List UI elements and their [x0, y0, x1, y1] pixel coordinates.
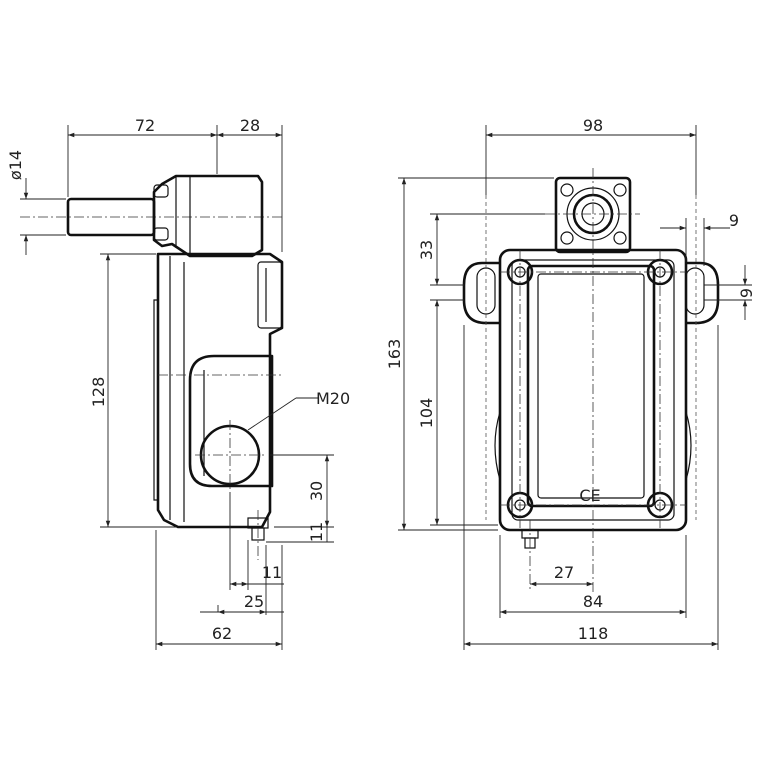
cable-gland-recess — [188, 354, 274, 488]
dim-62: 62 — [212, 624, 232, 643]
dim-128: 128 — [89, 377, 108, 408]
dim-thread-m20: M20 — [316, 389, 350, 408]
side-view: 72 28 ø14 128 M20 30 11 11 25 62 — [6, 116, 350, 650]
ce-mark: CE — [579, 486, 600, 505]
dim-9-vertical: 9 — [737, 288, 756, 298]
front-lid — [526, 264, 656, 508]
dim-72: 72 — [135, 116, 155, 135]
dim-84: 84 — [583, 592, 603, 611]
dim-104: 104 — [417, 398, 436, 429]
dim-163: 163 — [385, 339, 404, 370]
dim-33: 33 — [417, 240, 436, 260]
dim-9-horizontal: 9 — [729, 211, 739, 230]
dim-11-horizontal: 11 — [262, 563, 282, 582]
left-mounting-lug — [462, 261, 500, 325]
dim-11-vertical: 11 — [307, 522, 326, 542]
dim-98: 98 — [583, 116, 603, 135]
dim-30: 30 — [307, 481, 326, 501]
dim-25: 25 — [244, 592, 264, 611]
front-view: CE 98 163 33 104 — [385, 116, 756, 650]
dim-shaft-diameter: ø14 — [6, 150, 25, 180]
actuator-head — [152, 174, 264, 258]
dim-27: 27 — [554, 563, 574, 582]
dim-118: 118 — [578, 624, 609, 643]
side-housing — [156, 252, 284, 529]
corner-screws — [506, 258, 674, 519]
dim-28: 28 — [240, 116, 260, 135]
right-mounting-lug — [686, 261, 720, 325]
